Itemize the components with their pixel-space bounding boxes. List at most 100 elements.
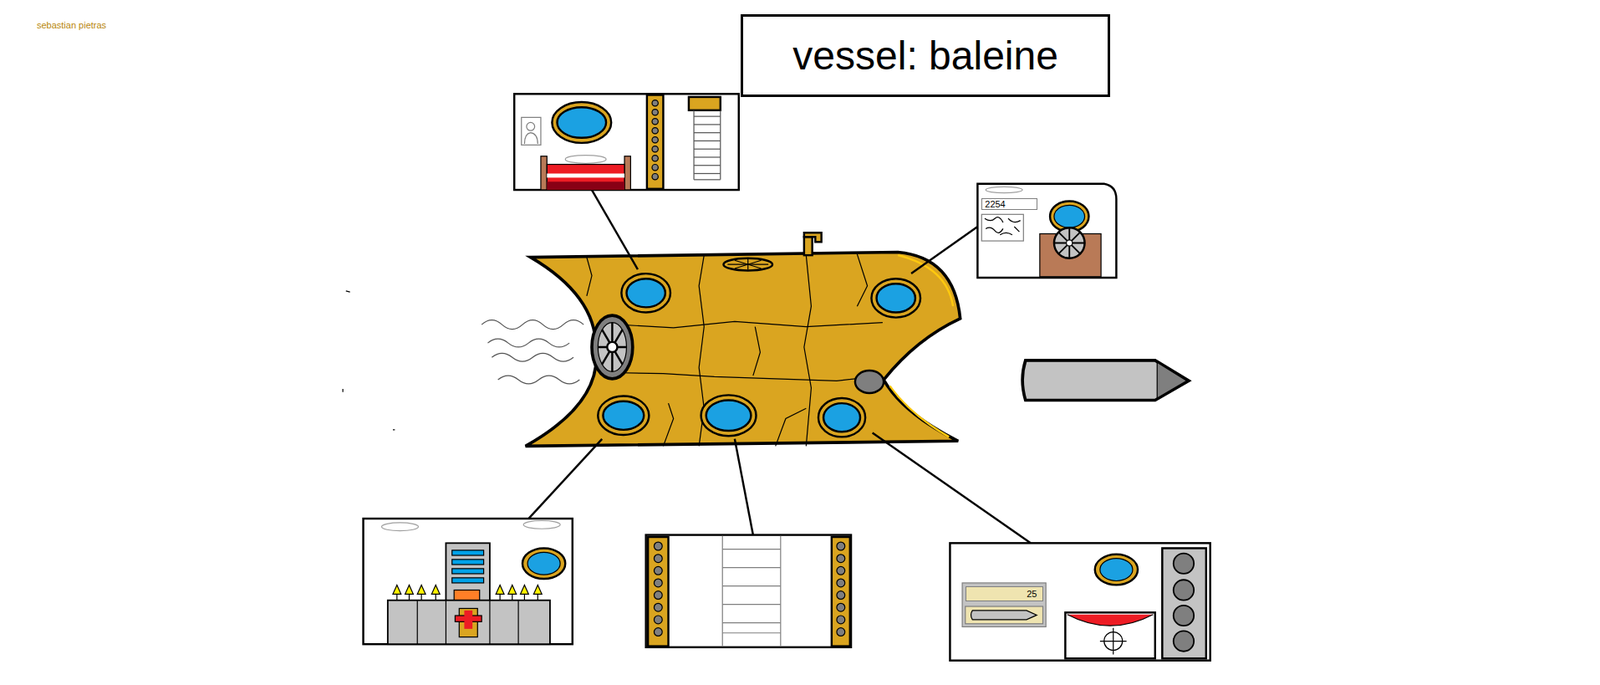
control-room-panel [387, 600, 551, 644]
cabin-panel [693, 140, 721, 142]
cabin-panel [624, 156, 631, 190]
control-room-panel [382, 522, 419, 531]
cabin-panel [693, 132, 721, 133]
cabin-panel [524, 132, 538, 144]
bridge-panel [1066, 239, 1073, 246]
leader-line [528, 438, 602, 519]
torpedo-room-panel [1067, 614, 1154, 626]
torpedo-room-panel [1112, 627, 1114, 655]
bridge-panel [1054, 204, 1086, 228]
cabin-panel [556, 107, 607, 138]
torpedo-room-panel [949, 542, 1210, 660]
candle-flame [508, 584, 517, 594]
porthole [871, 278, 921, 317]
torpedo-room-panel [965, 606, 1044, 624]
porthole [626, 278, 665, 307]
periscope [804, 232, 822, 255]
control-room-panel [445, 542, 490, 602]
corridor-panel [722, 621, 781, 623]
bridge-panel [981, 214, 1024, 241]
corridor-panel [653, 554, 663, 563]
corridor-panel [722, 585, 781, 586]
corridor-panel [653, 565, 663, 575]
cabin-panel [565, 155, 607, 164]
periscope [804, 236, 813, 255]
candle-flame [417, 584, 426, 594]
candle-flame [392, 584, 542, 600]
torpedo-room-panel [1161, 547, 1206, 658]
control-room-panel [452, 568, 485, 574]
control-room-panel [463, 610, 473, 629]
torpedo [1022, 360, 1189, 401]
cabin-panel [652, 137, 658, 143]
leader-line [528, 189, 1031, 543]
corridor-panel [722, 535, 781, 647]
torpedo-room-panel [962, 582, 1046, 627]
speck [342, 388, 344, 393]
corridor-panel [653, 627, 663, 637]
cabin-panel [652, 173, 658, 179]
cabin-panel [652, 118, 658, 125]
cabin-panel [514, 93, 739, 190]
wake-lines [487, 338, 570, 347]
depth-readout: 2254 [981, 198, 1038, 210]
porthole [597, 396, 649, 435]
propeller [601, 329, 622, 364]
hatch [723, 258, 773, 271]
bridge-panel [1054, 227, 1086, 259]
wake-lines [481, 320, 584, 384]
porthole [597, 273, 921, 437]
propeller [606, 341, 617, 352]
control-room-panel [417, 600, 519, 644]
torpedo-room-panel [970, 610, 1037, 620]
control-room-panel [517, 600, 519, 644]
wake-lines [498, 375, 581, 384]
wake-lines [481, 320, 584, 330]
control-room-panel [452, 550, 485, 556]
corridor-panel [653, 578, 663, 587]
hull-cracks [618, 321, 883, 327]
leader-line [734, 438, 754, 536]
leader-line [591, 189, 638, 270]
corridor-panel [836, 602, 846, 612]
corridor-panel [653, 591, 663, 600]
torpedo-room-panel [1173, 605, 1194, 626]
cabin-panel [652, 127, 658, 134]
cabin-panel [526, 122, 536, 131]
corridor-panel [836, 541, 846, 551]
nose-cap [855, 370, 884, 393]
candle-flame [431, 584, 440, 594]
hatch [734, 259, 762, 269]
candle-flame [533, 584, 542, 594]
candle-flame [537, 593, 539, 600]
corridor-panel [836, 565, 846, 575]
hull-cracks [586, 257, 592, 296]
corridor-panel [646, 535, 851, 648]
nose-cap [855, 370, 884, 393]
hull-cracks [804, 254, 812, 446]
control-room-panel [458, 607, 478, 637]
corridor-panel [836, 615, 846, 624]
cabin-panel [652, 146, 658, 153]
candle-flame [495, 584, 505, 594]
corridor-panel [722, 631, 781, 633]
torpedo [1022, 360, 1189, 401]
candle-flame [392, 584, 402, 594]
cabin-panel [540, 156, 547, 190]
author-credit: sebastian pietras [36, 20, 107, 31]
readout-number: 25 [1026, 588, 1037, 599]
control-room-panel [445, 600, 447, 644]
porthole [602, 401, 644, 430]
cabin-panel [693, 123, 721, 125]
cabin-panel [652, 100, 658, 107]
cabin-panel [693, 116, 721, 118]
propeller [591, 315, 633, 379]
corridor-panel [653, 541, 845, 636]
corridor-panel [653, 615, 663, 624]
hull-cracks [753, 326, 761, 377]
speck [342, 290, 395, 430]
hull-cracks [775, 407, 807, 446]
torpedo-room-panel [1067, 614, 1154, 626]
